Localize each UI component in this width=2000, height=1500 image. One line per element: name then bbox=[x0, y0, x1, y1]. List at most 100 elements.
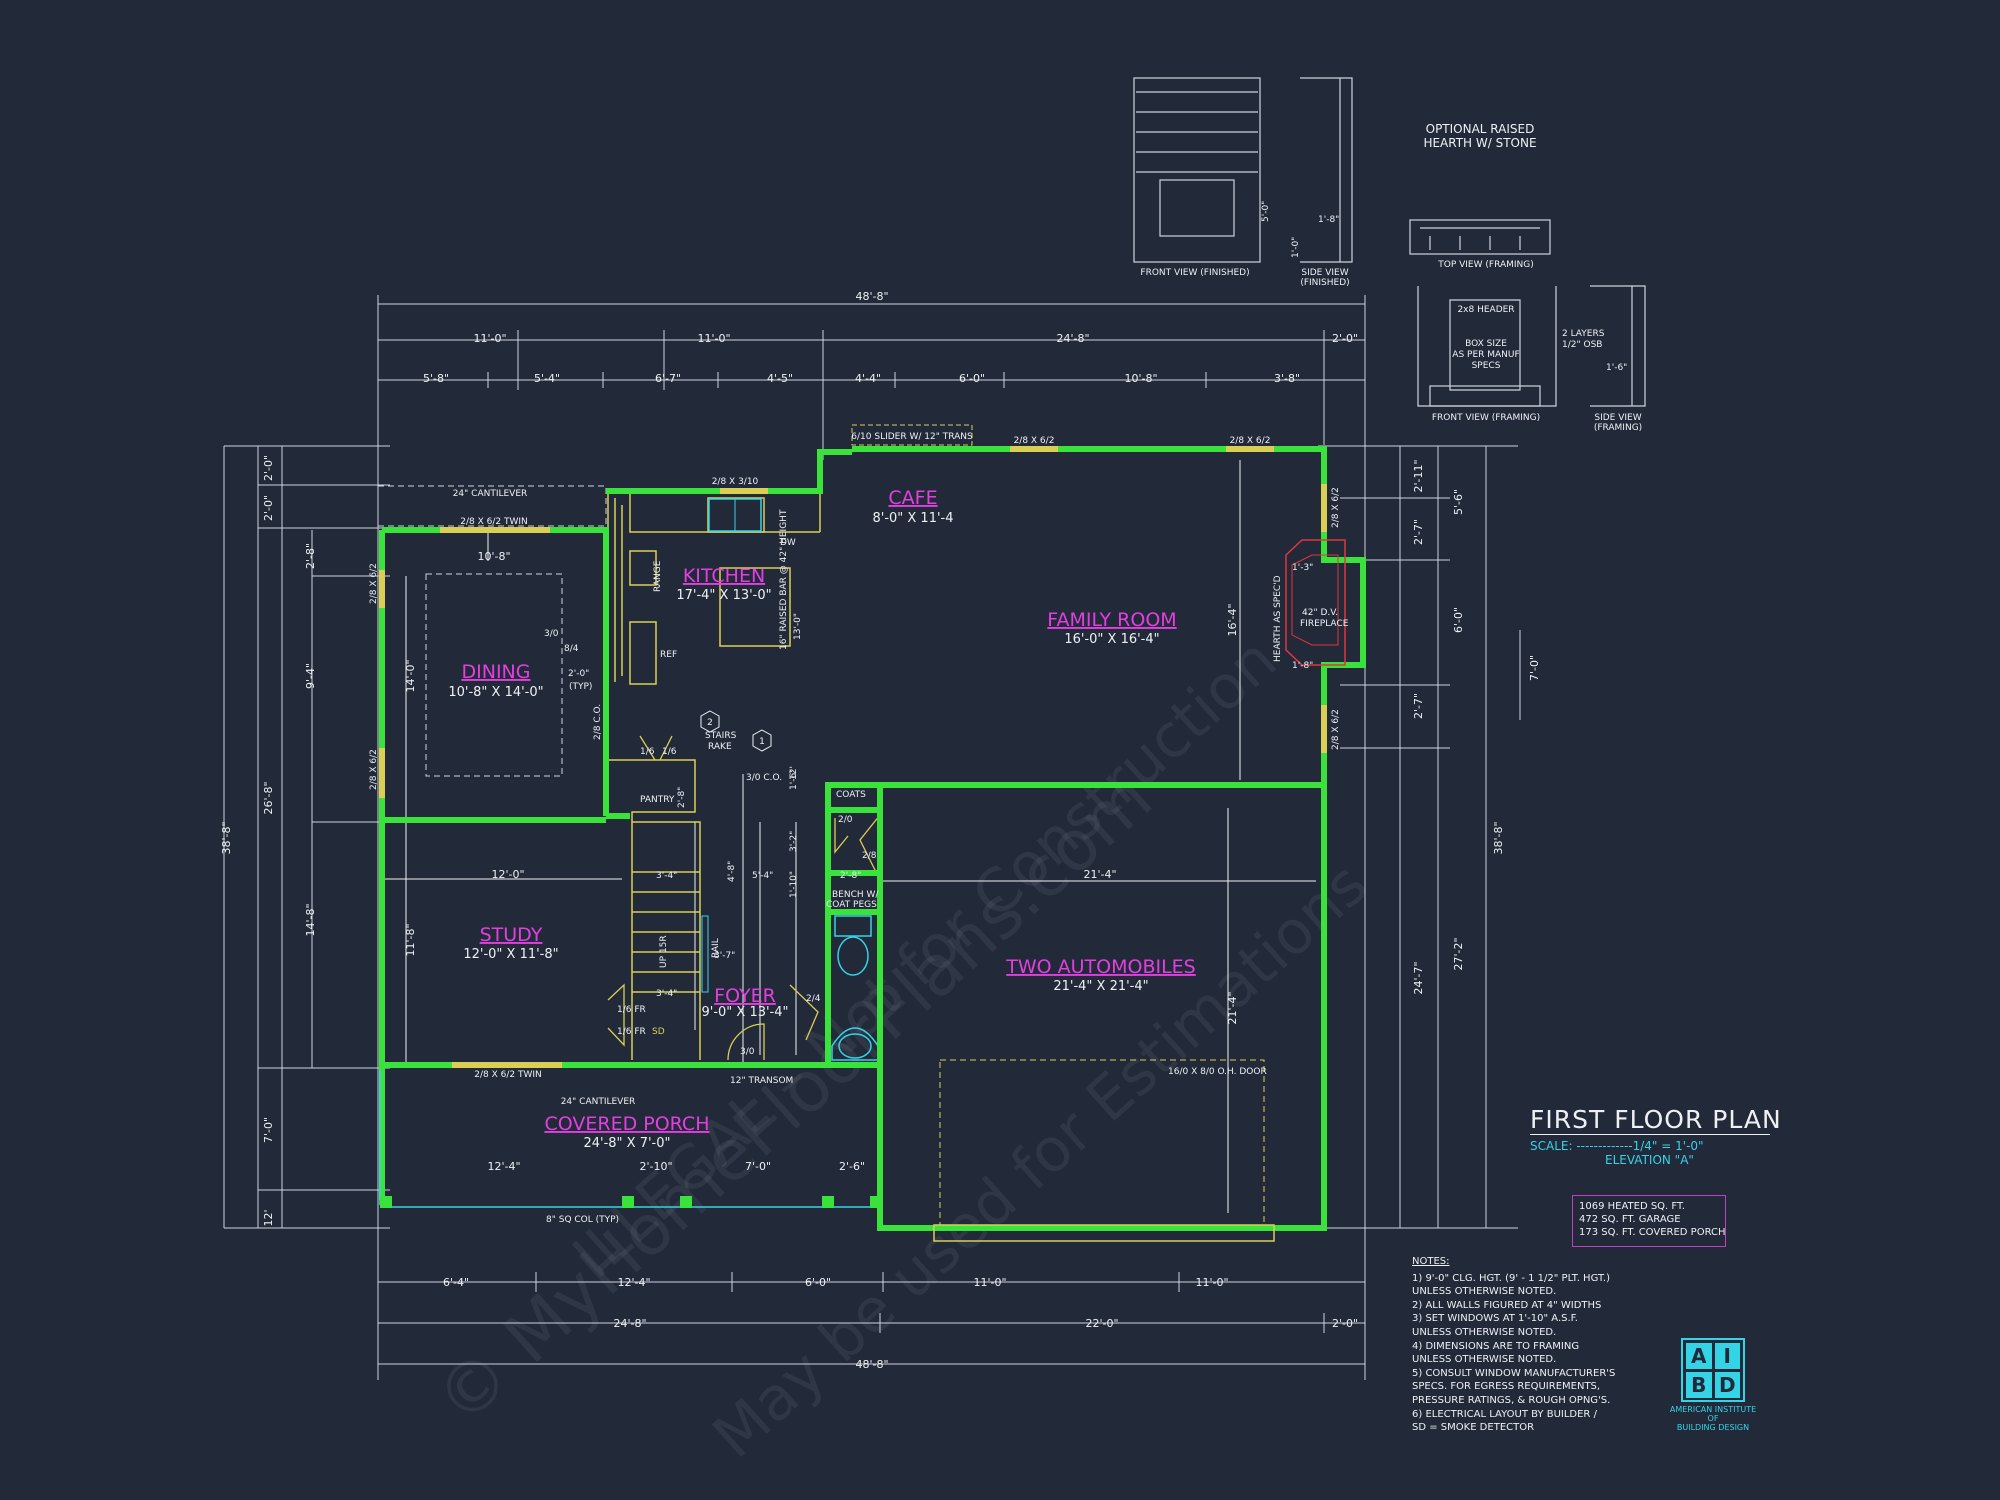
dim-left-inner-1: 9'-4" bbox=[304, 663, 317, 689]
label-dim-48: 4'-8" bbox=[727, 861, 737, 882]
label-d20: 2/0 bbox=[838, 815, 853, 825]
marker-2-hex bbox=[700, 710, 720, 733]
label-porch-d4: 2'-6" bbox=[839, 1160, 865, 1173]
label-bench-0: BENCH W/ bbox=[832, 890, 879, 900]
dim-top-r3-2: 6'-7" bbox=[655, 372, 681, 385]
label-dim-32: 3'-2" bbox=[789, 831, 799, 852]
label-s84: 8/4 bbox=[564, 644, 579, 654]
room-family-size: 16'-0" X 16'-4" bbox=[1064, 632, 1159, 647]
label-win-kitchen: 2/8 X 3/10 bbox=[712, 477, 759, 487]
note-line: PRESSURE RATINGS, & ROUGH OPNG'S. bbox=[1412, 1394, 1611, 1406]
label-raised-bar: 16" RAISED BAR @ 42" HEIGHT bbox=[779, 509, 789, 650]
label-co30: 3/0 C.O. bbox=[746, 773, 782, 783]
hearth-top-framing-label: TOP VIEW (FRAMING) bbox=[1437, 260, 1534, 270]
note-line: 6) ELECTRICAL LAYOUT BY BUILDER / bbox=[1412, 1408, 1597, 1420]
dim-top-r3-6: 10'-8" bbox=[1124, 372, 1157, 385]
note-line: SD = SMOKE DETECTOR bbox=[1412, 1422, 1535, 1434]
dim-bot-r1-3: 11'-0" bbox=[973, 1276, 1006, 1289]
dim-top-r2-0: 11'-0" bbox=[473, 332, 506, 345]
label-dim-1210: 1'-10" bbox=[789, 871, 799, 898]
dim-right-c3: 38'-8" bbox=[1492, 821, 1505, 854]
room-kitchen-size: 17'-4" X 13'-0" bbox=[676, 588, 771, 603]
label-win-left1: 2/8 X 6/2 bbox=[369, 563, 379, 604]
room-porch-name: COVERED PORCH bbox=[545, 1113, 710, 1135]
hearth-osb-1: 1/2" OSB bbox=[1562, 340, 1602, 350]
notes-block: NOTES: 1) 9'-0" CLG. HGT. (9' - 1 1/2" P… bbox=[1412, 1255, 1662, 1435]
note-line: UNLESS OTHERWISE NOTED. bbox=[1412, 1286, 1557, 1298]
label-coats: COATS bbox=[836, 790, 866, 800]
dim-top-r3-3: 4'-5" bbox=[767, 372, 793, 385]
hearth-side-framing bbox=[1590, 285, 1646, 407]
label-fr2: 1/6 FR bbox=[617, 1027, 646, 1037]
walls bbox=[379, 446, 1366, 1231]
hearth-front-framing-label: FRONT VIEW (FRAMING) bbox=[1432, 413, 1540, 423]
door-swings bbox=[607, 735, 881, 1061]
garage-apron bbox=[933, 1224, 1275, 1242]
dim-left-mid-3: 12' bbox=[262, 1209, 275, 1226]
plan-elevation: ELEVATION "A" bbox=[1605, 1153, 1694, 1167]
label-win-right2: 2/8 X 6/2 bbox=[1331, 709, 1341, 750]
room-dining-name: DINING bbox=[462, 661, 531, 683]
label-porch-d1: 12'-4" bbox=[487, 1160, 520, 1173]
dim-right-c1-1: 2'-7" bbox=[1412, 519, 1425, 545]
label-dim-34b: 3'-4" bbox=[656, 989, 677, 999]
aibd-logo: A I B D AMERICAN INSTITUTE OF BUILDING D… bbox=[1660, 1338, 1766, 1432]
label-bar-depth: 13'-0" bbox=[793, 613, 803, 640]
title-block: FIRST FLOOR PLAN SCALE: -------------1/4… bbox=[1530, 1105, 1781, 1167]
label-dim-213: 21'-4" bbox=[1083, 868, 1116, 881]
logo-caption-line: AMERICAN INSTITUTE bbox=[1669, 1405, 1757, 1414]
dim-bot-r1-0: 6'-4" bbox=[443, 1276, 469, 1289]
note-line: 3) SET WINDOWS AT 1'-10" A.S.F. bbox=[1412, 1313, 1578, 1325]
dim-top-r3-5: 6'-0" bbox=[959, 372, 985, 385]
label-up-stairs: UP 15R bbox=[659, 935, 669, 968]
label-rail: RAIL bbox=[711, 938, 721, 958]
hearth-side-framing-label-1: (FRAMING) bbox=[1594, 423, 1642, 433]
hearth-osb-0: 2 LAYERS bbox=[1562, 329, 1605, 339]
hearth-front-finished-label: FRONT VIEW (FINISHED) bbox=[1140, 268, 1249, 278]
note-line: 2) ALL WALLS FIGURED AT 4" WIDTHS bbox=[1412, 1299, 1602, 1311]
label-typ-dim: 2'-0" bbox=[568, 669, 589, 679]
notes-heading: NOTES: bbox=[1412, 1256, 1450, 1267]
logo-caption-line: OF bbox=[1707, 1414, 1719, 1423]
note-line: 1) 9'-0" CLG. HGT. (9' - 1 1/2" PLT. HGT… bbox=[1412, 1272, 1610, 1284]
dim-top-r3-4: 4'-4" bbox=[855, 372, 881, 385]
label-garage-door: 16/0 X 8/0 O.H. DOOR bbox=[1168, 1067, 1267, 1077]
dimension-lines bbox=[223, 295, 1521, 1380]
hearth-side-finished bbox=[1300, 77, 1353, 263]
dim-bot-r1-4: 11'-0" bbox=[1195, 1276, 1228, 1289]
dim-bot-r2-2: 2'-0" bbox=[1332, 1317, 1358, 1330]
label-dim-12p: 12' bbox=[789, 766, 799, 780]
label-s10: 3/0 bbox=[544, 629, 559, 639]
label-dw: DW bbox=[780, 538, 796, 548]
windows bbox=[379, 446, 1327, 1068]
marker-1-hex bbox=[752, 729, 772, 752]
label-twin-bottom: 2/8 X 6/2 TWIN bbox=[474, 1070, 542, 1080]
dim-bot-r1-2: 6'-0" bbox=[805, 1276, 831, 1289]
bathroom-fixtures bbox=[831, 915, 879, 1061]
area-garage: 472 SQ. FT. GARAGE bbox=[1579, 1214, 1681, 1225]
note-line: UNLESS OTHERWISE NOTED. bbox=[1412, 1326, 1557, 1338]
label-dining-depth: 14'-0" bbox=[404, 659, 417, 692]
label-rake: RAKE bbox=[708, 742, 732, 752]
label-dining-width: 10'-8" bbox=[477, 550, 510, 563]
label-dim-34a: 3'-4" bbox=[656, 871, 677, 881]
hearth-front-framing bbox=[1417, 286, 1557, 407]
logo-letter: B bbox=[1686, 1372, 1712, 1398]
area-summary: 1069 HEATED SQ. FT. 472 SQ. FT. GARAGE 1… bbox=[1572, 1195, 1726, 1247]
label-ref: REF bbox=[660, 650, 677, 660]
dim-top-r2-2: 24'-8" bbox=[1056, 332, 1089, 345]
note-line: 5) CONSULT WINDOW MANUFACTURER'S bbox=[1412, 1367, 1616, 1379]
dim-bot-r2-0: 24'-8" bbox=[613, 1317, 646, 1330]
hearth-side-framing-label-0: SIDE VIEW bbox=[1594, 413, 1641, 423]
dim-bot-r2-1: 22'-0" bbox=[1085, 1317, 1118, 1330]
hearth-side-finished-label-1: (FINISHED) bbox=[1300, 278, 1349, 288]
hearth-side-finished-label-0: SIDE VIEW bbox=[1301, 268, 1348, 278]
room-foyer-size: 9'-0" X 13'-4" bbox=[701, 1005, 788, 1020]
label-pantry: PANTRY bbox=[640, 795, 675, 805]
label-cantilever-top: 24" CANTILEVER bbox=[453, 489, 528, 499]
room-study-name: STUDY bbox=[480, 924, 543, 946]
logo-caption-line: BUILDING DESIGN bbox=[1676, 1423, 1750, 1432]
dim-bot-overall: 48'-8" bbox=[855, 1358, 888, 1371]
label-twin-top: 2/8 X 6/2 TWIN bbox=[460, 517, 528, 527]
hearth-title-line-1: OPTIONAL RAISED bbox=[1425, 122, 1535, 136]
